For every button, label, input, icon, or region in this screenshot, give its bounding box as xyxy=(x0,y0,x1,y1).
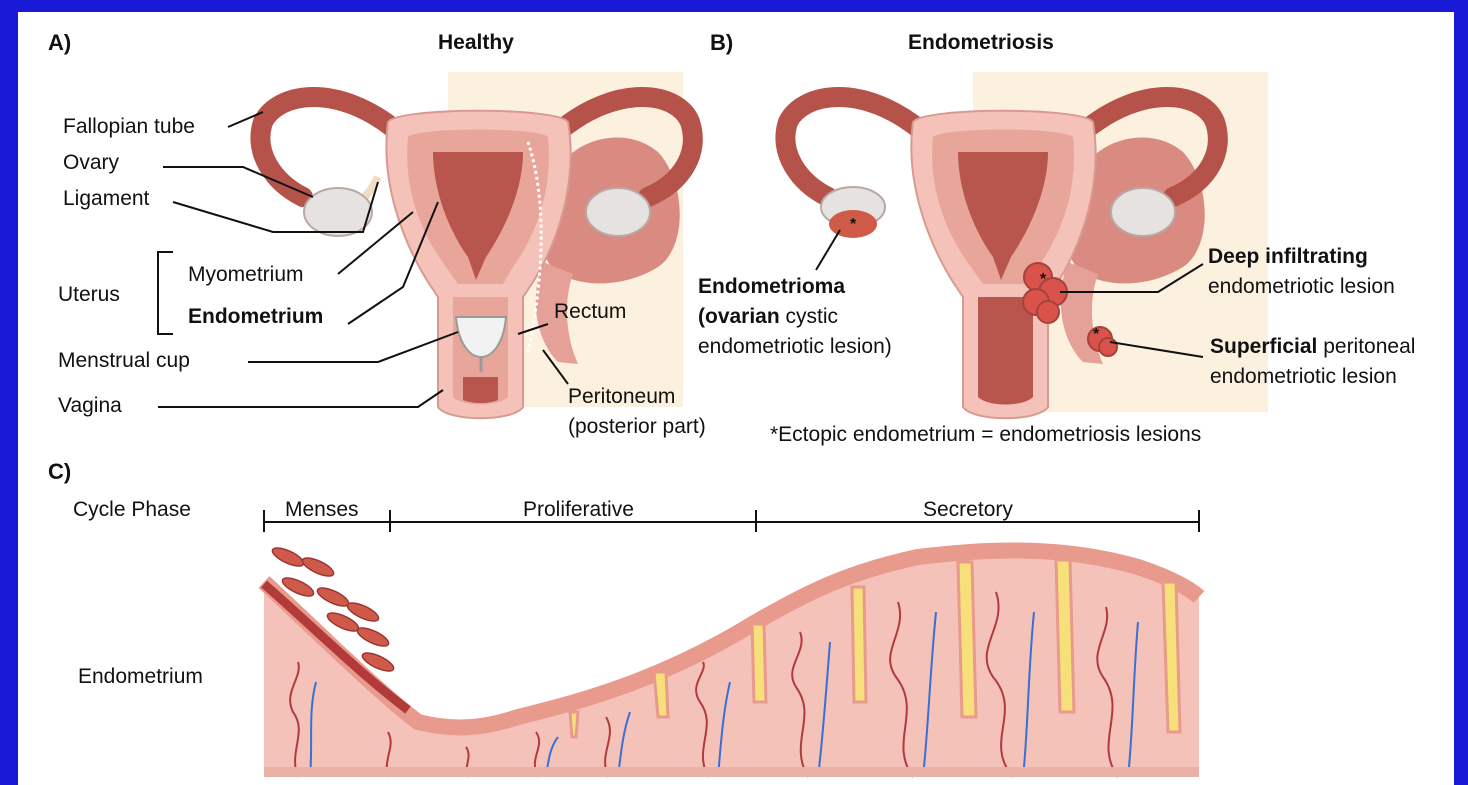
deep-lesion-title: Deep infiltrating xyxy=(1208,244,1368,269)
label-ovary: Ovary xyxy=(63,150,119,175)
panel-b-letter: B) xyxy=(710,30,733,56)
left-ovary-a xyxy=(304,188,372,236)
label-menstrual-cup: Menstrual cup xyxy=(58,348,190,373)
phase-secretory: Secretory xyxy=(923,497,1013,522)
label-ligament: Ligament xyxy=(63,186,149,211)
right-ovary-b xyxy=(1111,188,1175,236)
panel-a-title: Healthy xyxy=(438,30,514,55)
right-ovary-a xyxy=(586,188,650,236)
endometrioma-line3: endometriotic lesion) xyxy=(698,334,892,359)
cervix-vagina-b xyxy=(978,297,1033,405)
vagina-a xyxy=(463,377,498,403)
superficial-lesion-line1: Superficial peritoneal xyxy=(1210,334,1415,359)
panel-b-title: Endometriosis xyxy=(908,30,1054,55)
endometriosis-uterus-illustration xyxy=(785,72,1268,418)
endometrium-cycle-illustration xyxy=(264,544,1199,777)
label-fallopian-tube: Fallopian tube xyxy=(63,114,195,139)
endometrioma-asterisk: * xyxy=(850,215,856,234)
superficial-bold: Superficial xyxy=(1210,335,1317,358)
figure-panel: A) Healthy Fallopian tube Ovary Ligament… xyxy=(18,12,1454,785)
superficial-lesion-line2: endometriotic lesion xyxy=(1210,364,1397,389)
label-rectum: Rectum xyxy=(554,299,626,324)
endometrioma-ovarian: (ovarian xyxy=(698,305,780,328)
label-cycle-phase: Cycle Phase xyxy=(73,497,191,522)
leader-menstrual-cup xyxy=(248,332,458,362)
deep-lesion-asterisk: * xyxy=(1040,270,1046,289)
footnote-ectopic: *Ectopic endometrium = endometriosis les… xyxy=(770,422,1201,447)
phase-bracket xyxy=(264,510,1199,532)
illustration xyxy=(18,12,1454,785)
uterus-bracket xyxy=(158,252,173,334)
label-peritoneum: Peritoneum xyxy=(568,384,675,409)
phase-proliferative: Proliferative xyxy=(523,497,634,522)
endometrioma-line2: (ovarian cystic xyxy=(698,304,838,329)
label-uterus: Uterus xyxy=(58,282,120,307)
leader-endometrioma xyxy=(816,230,840,270)
phase-menses: Menses xyxy=(285,497,359,522)
leader-vagina xyxy=(158,390,443,407)
endometrioma-title: Endometrioma xyxy=(698,274,845,299)
label-myometrium: Myometrium xyxy=(188,262,304,287)
panel-c-letter: C) xyxy=(48,459,71,485)
superficial-peritoneal: peritoneal xyxy=(1317,335,1415,358)
label-endometrium: Endometrium xyxy=(188,304,323,329)
superficial-lesion-asterisk: * xyxy=(1093,325,1099,344)
label-endometrium-cycle: Endometrium xyxy=(78,664,203,689)
healthy-uterus-illustration xyxy=(260,72,692,418)
label-vagina: Vagina xyxy=(58,393,122,418)
endometrioma-cystic: cystic xyxy=(780,305,838,328)
panel-a-letter: A) xyxy=(48,30,71,56)
basal-layer xyxy=(264,767,1199,777)
left-tube-b xyxy=(785,97,923,197)
deep-lesion-line2: endometriotic lesion xyxy=(1208,274,1395,299)
label-peritoneum-part: (posterior part) xyxy=(568,414,706,439)
